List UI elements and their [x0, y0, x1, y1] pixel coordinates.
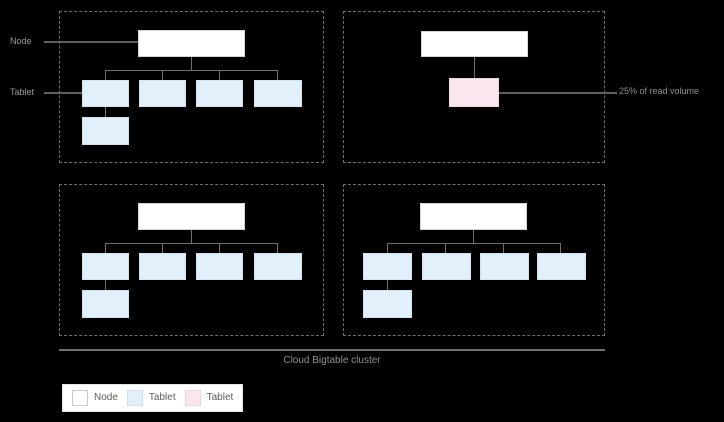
connector-drop-br-2: [445, 243, 446, 253]
quadrant-bottom-left: [59, 184, 324, 336]
connector-node-stem-br: [473, 230, 474, 243]
callout-leader-line: [499, 92, 617, 94]
legend-label-node: Node: [94, 392, 118, 403]
legend-item-tablet: Tablet: [126, 390, 176, 406]
quadrant-top-right: [343, 11, 605, 163]
connector-node-stem-tr: [474, 57, 475, 78]
tablet-box-tl-5[interactable]: [82, 117, 129, 145]
node-box-bottom-right[interactable]: [420, 203, 527, 230]
tablet-box-br-1[interactable]: [363, 253, 412, 280]
node-box-top-left[interactable]: [138, 30, 245, 57]
connector-drop-bl-5: [105, 280, 106, 290]
tablet-leader-line: [44, 92, 82, 94]
connector-drop-tl-2: [162, 70, 163, 80]
connector-drop-bl-2: [162, 243, 163, 253]
connector-drop-bl-4: [277, 243, 278, 253]
callout-read-volume: 25% of read volume: [619, 86, 700, 96]
node-leader-line: [44, 41, 138, 43]
connector-drop-tl-4: [277, 70, 278, 80]
tablet-box-br-4[interactable]: [537, 253, 586, 280]
connector-drop-bl-1: [105, 243, 106, 253]
connector-drop-br-4: [560, 243, 561, 253]
node-box-top-right[interactable]: [421, 31, 528, 57]
connector-bus-br: [387, 243, 561, 244]
connector-drop-tl-3: [219, 70, 220, 80]
tablet-box-bl-4[interactable]: [254, 253, 302, 280]
legend-item-tablet-hot: Tablet: [184, 390, 234, 406]
tablet-swatch-icon: [126, 390, 143, 406]
connector-drop-br-5: [387, 280, 388, 290]
connector-node-stem-bl: [191, 230, 192, 243]
legend-label-tablet: Tablet: [148, 392, 176, 403]
legend-item-node: Node: [72, 390, 118, 406]
connector-drop-br-3: [503, 243, 504, 253]
tablet-box-tl-4[interactable]: [254, 80, 302, 107]
side-label-tablet: Tablet: [10, 87, 35, 97]
hot-tablet-box-tr[interactable]: [449, 78, 499, 107]
connector-bus-bl: [105, 243, 278, 244]
connector-node-stem-tl: [191, 57, 192, 70]
connector-drop-tl-1: [105, 70, 106, 80]
tablet-box-tl-2[interactable]: [139, 80, 186, 107]
legend: Node Tablet Tablet: [62, 384, 244, 412]
tablet-box-bl-2[interactable]: [139, 253, 186, 280]
node-box-bottom-left[interactable]: [138, 203, 245, 230]
connector-bus-tl: [105, 70, 278, 71]
tablet-box-tl-3[interactable]: [196, 80, 243, 107]
cluster-caption: Cloud Bigtable cluster: [283, 355, 381, 366]
tablet-box-br-3[interactable]: [480, 253, 529, 280]
tablet-box-br-2[interactable]: [422, 253, 471, 280]
tablet-box-tl-1[interactable]: [82, 80, 129, 107]
tablet-box-bl-3[interactable]: [196, 253, 243, 280]
tablet-box-bl-5[interactable]: [82, 290, 129, 318]
connector-drop-bl-3: [219, 243, 220, 253]
node-swatch-icon: [72, 390, 88, 406]
connector-drop-tl-5: [105, 107, 106, 117]
cluster-rule: [59, 349, 605, 351]
legend-label-tablet-hot: Tablet: [206, 392, 234, 403]
tablet-hot-swatch-icon: [184, 390, 201, 406]
tablet-box-bl-1[interactable]: [82, 253, 129, 280]
quadrant-top-left: [59, 11, 324, 163]
tablet-box-br-5[interactable]: [363, 290, 412, 318]
quadrant-bottom-right: [343, 184, 605, 336]
side-label-node: Node: [10, 36, 32, 46]
connector-drop-br-1: [387, 243, 388, 253]
